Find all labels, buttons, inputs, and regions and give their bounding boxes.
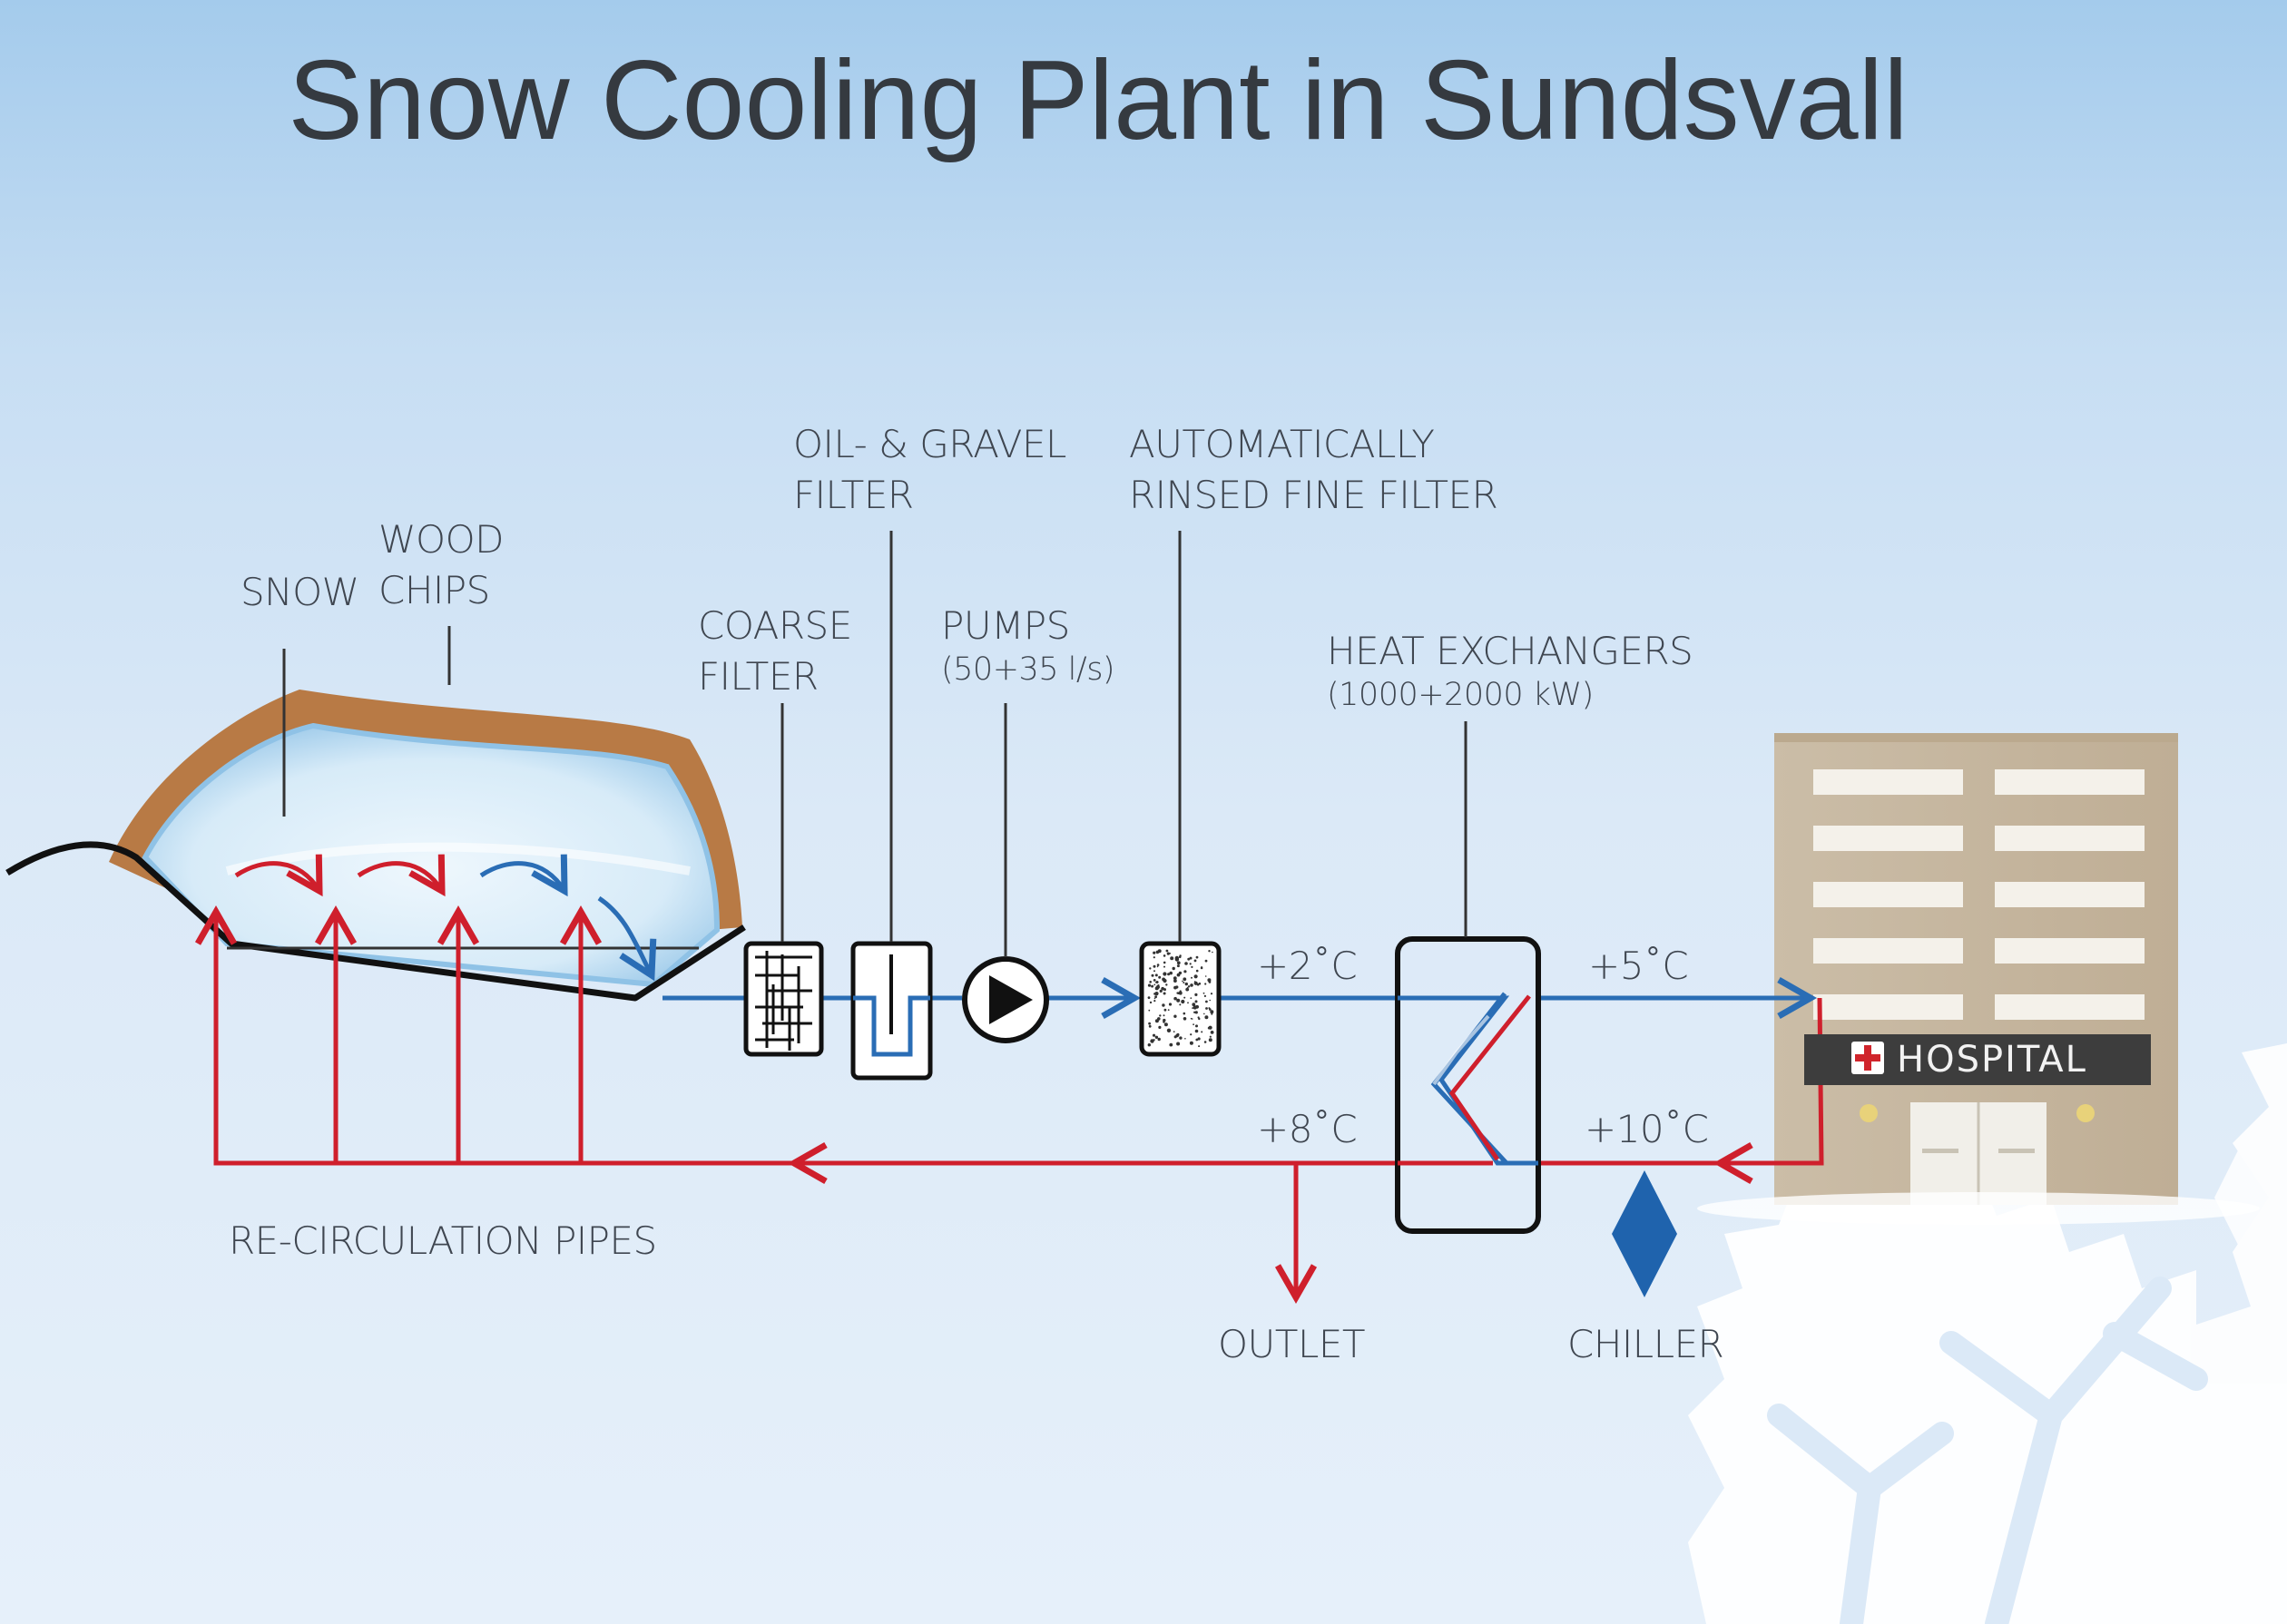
- label-heat-exchangers: HEAT EXCHANGERS: [1327, 629, 1693, 673]
- fine-filter: [1139, 941, 1222, 1057]
- snowflake-decoration: [1688, 1043, 2287, 1624]
- label-chiller: CHILLER: [1567, 1322, 1724, 1366]
- snow-flow-arrows: [234, 854, 657, 982]
- label-wood-chips-line2: CHIPS: [378, 568, 490, 612]
- hospital-building: [1697, 733, 2260, 1225]
- snowflake-branches: [1767, 1277, 2208, 1624]
- leader-lines: [282, 531, 1467, 957]
- pump-icon: [962, 956, 1049, 1043]
- label-outlet: OUTLET: [1218, 1322, 1366, 1366]
- label-pumps-capacity: (50+35 l/s): [941, 651, 1115, 688]
- label-wood-chips-line1: WOOD: [378, 517, 505, 562]
- red-cross-icon: [1851, 1042, 1884, 1074]
- page-title: Snow Cooling Plant in Sundsvall: [288, 38, 1909, 163]
- hospital-sign-text: HOSPITAL: [1897, 1039, 2087, 1081]
- temp-to-hospital: +5˚C: [1588, 944, 1689, 988]
- label-oil-gravel-line2: FILTER: [793, 473, 914, 517]
- label-heat-exchangers-capacity: (1000+2000 kW): [1327, 677, 1594, 713]
- temp-return-to-pit: +8˚C: [1257, 1107, 1358, 1151]
- label-fine-filter-line1: AUTOMATICALLY: [1129, 422, 1435, 466]
- temp-from-hospital: +10˚C: [1585, 1107, 1709, 1151]
- snow-pile: [5, 690, 746, 1002]
- coarse-filter: [743, 941, 824, 1057]
- label-coarse-filter-line1: COARSE: [698, 603, 852, 648]
- temp-after-fine-filter: +2˚C: [1257, 944, 1358, 988]
- label-fine-filter-line2: RINSED FINE FILTER: [1129, 473, 1498, 517]
- label-snow: SNOW: [240, 570, 359, 614]
- chiller-icon: [1612, 1170, 1677, 1297]
- label-coarse-filter-line2: FILTER: [698, 654, 819, 699]
- label-pumps: PUMPS: [941, 603, 1070, 648]
- label-oil-gravel-line1: OIL- & GRAVEL: [793, 422, 1066, 466]
- oil-gravel-filter: [850, 941, 933, 1081]
- heat-exchanger: [1395, 936, 1541, 1234]
- label-recirculation-pipes: RE-CIRCULATION PIPES: [229, 1218, 657, 1263]
